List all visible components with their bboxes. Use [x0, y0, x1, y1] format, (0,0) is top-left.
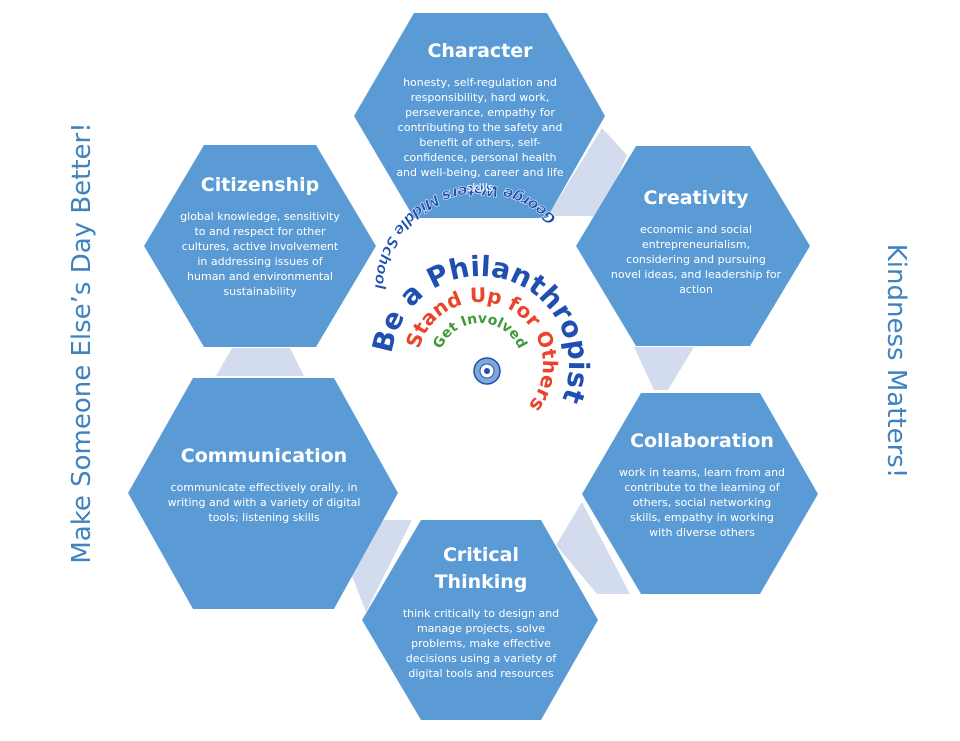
- connector-creativity-collaboration: [634, 347, 694, 390]
- right-slogan: Kindness Matters!: [881, 243, 911, 479]
- character-hexagon: [354, 13, 605, 218]
- character-title: Character: [427, 40, 533, 62]
- citizenship-text: Citizenship global knowledge, sensitivity…: [180, 172, 340, 299]
- critical-thinking-title: Critical Thinking: [434, 544, 528, 593]
- collaboration-hexagon: [582, 393, 818, 594]
- communication-text: Communication communicate effectively ora…: [166, 443, 362, 525]
- communication-description: communicate effectively orally, in writi…: [167, 481, 361, 524]
- creativity-text: Creativity economic and social entreprene…: [610, 185, 782, 297]
- critical-thinking-hexagon: [362, 520, 598, 720]
- character-description: honesty, self-regulation and responsibil…: [396, 76, 564, 194]
- critical-thinking-text: Critical Thinking think critically to des…: [398, 542, 564, 681]
- connector-collaboration-critical: [556, 502, 630, 594]
- creativity-description: economic and social entrepreneurialism, …: [610, 223, 782, 296]
- critical-thinking-description: think critically to design and manage pr…: [402, 607, 560, 680]
- collaboration-description: work in teams, learn from and contribute…: [618, 466, 786, 539]
- collaboration-text: Collaboration work in teams, learn from a…: [618, 428, 786, 540]
- communication-hexagon: [128, 378, 398, 609]
- connector-communication-citizenship: [216, 348, 304, 376]
- citizenship-hexagon: [144, 145, 376, 347]
- communication-title: Communication: [180, 445, 348, 467]
- school-seal-icon: [473, 357, 501, 385]
- creativity-title: Creativity: [643, 187, 749, 209]
- creativity-hexagon: [576, 146, 810, 346]
- character-text: Character honesty, self-regulation and re…: [392, 38, 568, 195]
- citizenship-description: global knowledge, sensitivity to and res…: [180, 210, 340, 298]
- citizenship-title: Citizenship: [200, 174, 320, 196]
- left-slogan: Make Someone Else’s Day Better!: [67, 122, 97, 564]
- logo-main-word: Be a Philanthropist: [366, 250, 595, 408]
- collaboration-title: Collaboration: [630, 430, 774, 452]
